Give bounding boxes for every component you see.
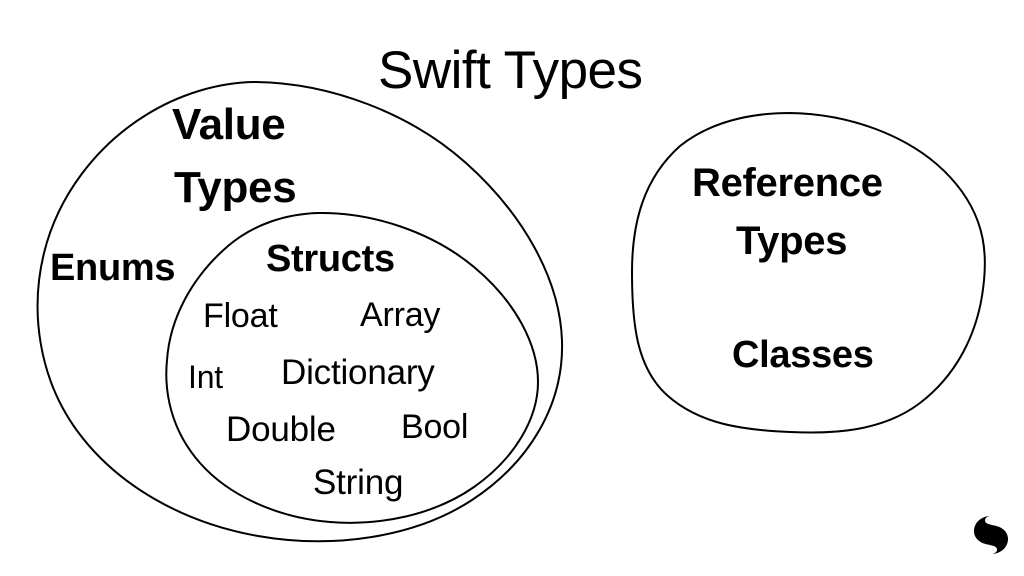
- member-classes: Classes: [732, 334, 874, 376]
- reference-types-ellipse: [631, 112, 986, 434]
- value-types-label-line2: Types: [174, 163, 297, 212]
- member-float: Float: [203, 297, 278, 335]
- reference-types-label-line1: Reference: [692, 161, 883, 205]
- structs-ellipse: [165, 211, 539, 524]
- value-types-ellipse: [36, 81, 564, 543]
- member-string: String: [313, 463, 404, 502]
- diagram-title: Swift Types: [378, 41, 643, 100]
- member-double: Double: [226, 410, 336, 449]
- value-types-label-line1: Value: [172, 100, 286, 149]
- member-dictionary: Dictionary: [281, 353, 435, 392]
- member-bool: Bool: [401, 408, 469, 446]
- member-int: Int: [188, 359, 223, 395]
- reference-types-label-line2: Types: [736, 219, 848, 263]
- member-enums: Enums: [50, 247, 176, 289]
- member-array: Array: [360, 296, 441, 334]
- structs-label: Structs: [266, 238, 395, 280]
- s-logo-icon: [974, 516, 1008, 554]
